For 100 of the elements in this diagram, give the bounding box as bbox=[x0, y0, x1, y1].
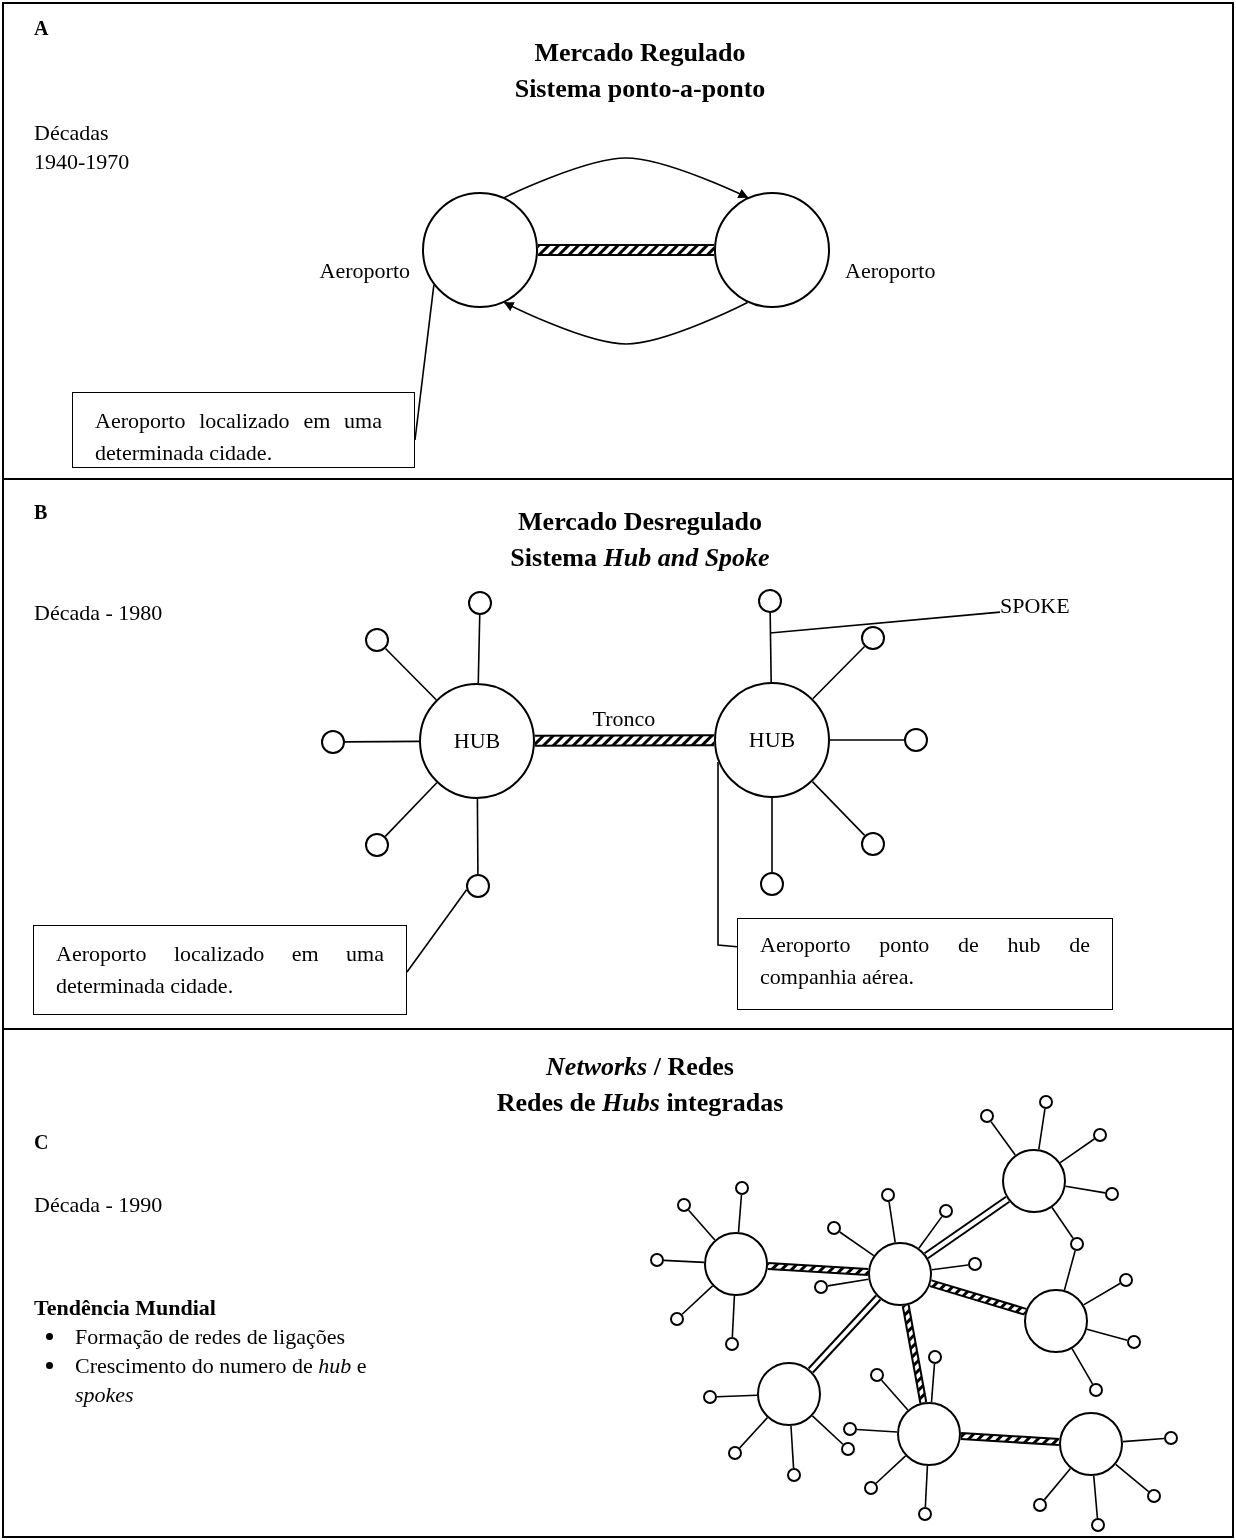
spoke-circle bbox=[881, 1188, 895, 1202]
spoke-circle bbox=[980, 1109, 994, 1123]
hub-circle: HUB bbox=[714, 682, 830, 798]
spoke-circle bbox=[928, 1350, 942, 1364]
spoke-circle bbox=[728, 1446, 742, 1460]
spoke-circle bbox=[758, 589, 782, 613]
panel-title: Sistema Hub and Spoke bbox=[509, 542, 771, 574]
spoke-circle bbox=[864, 1481, 878, 1495]
spoke-line bbox=[924, 1465, 929, 1508]
note-box: Aeroporto localizado em uma determinada cidade. bbox=[33, 925, 407, 1015]
spoke-line bbox=[790, 1425, 795, 1469]
panel-title: Sistema ponto-a-ponto bbox=[513, 73, 767, 105]
spoke-line bbox=[1038, 1108, 1046, 1151]
spoke-circle bbox=[1039, 1095, 1053, 1109]
panel-letter: B bbox=[34, 500, 49, 525]
period-label: Década - 1980 bbox=[34, 599, 164, 627]
spoke-circle bbox=[843, 1422, 857, 1436]
leader-line bbox=[414, 284, 435, 441]
leader-line bbox=[406, 888, 468, 973]
panel-title: Mercado Desregulado bbox=[517, 506, 763, 538]
spoke-circle bbox=[1002, 1149, 1066, 1213]
panel bbox=[2, 478, 1234, 1030]
panel-letter: A bbox=[34, 16, 50, 41]
period-label: Décadas 1940-1970 bbox=[34, 119, 131, 176]
spoke-circle bbox=[939, 1204, 953, 1218]
spoke-line bbox=[716, 1394, 758, 1398]
spoke-circle bbox=[735, 1181, 749, 1195]
spoke-line bbox=[856, 1428, 898, 1433]
spoke-circle bbox=[787, 1468, 801, 1482]
spoke-line bbox=[771, 797, 773, 873]
spoke-circle bbox=[1119, 1273, 1133, 1287]
spoke-circle bbox=[365, 628, 389, 652]
panel-letter: C bbox=[34, 1130, 50, 1155]
spoke-line bbox=[875, 1455, 907, 1485]
spoke-line bbox=[1092, 1475, 1099, 1519]
spoke-circle bbox=[704, 1232, 768, 1296]
spoke-line bbox=[1059, 1138, 1096, 1164]
spoke-circle bbox=[897, 1402, 961, 1466]
spoke-line bbox=[990, 1120, 1017, 1156]
spoke-line bbox=[1086, 1328, 1129, 1341]
spoke-line bbox=[1082, 1282, 1121, 1306]
spoke-circle bbox=[1127, 1335, 1141, 1349]
panel bbox=[2, 1028, 1234, 1538]
spoke-circle bbox=[1147, 1489, 1161, 1503]
spoke-circle bbox=[1164, 1431, 1178, 1445]
spoke-circle bbox=[677, 1198, 691, 1212]
spoke-line bbox=[738, 1416, 769, 1449]
leader-line bbox=[769, 611, 1001, 634]
spoke-circle bbox=[1024, 1289, 1088, 1353]
spoke-line bbox=[344, 740, 420, 743]
spoke-line bbox=[681, 1285, 714, 1316]
spoke-line bbox=[737, 1194, 743, 1233]
bullet-item: Crescimento do numero de hub e spokes bbox=[40, 1351, 420, 1409]
spoke-circle bbox=[703, 1390, 717, 1404]
note-box: Aeroporto localizado em uma determinada cidade. bbox=[72, 392, 415, 468]
spoke-circle bbox=[827, 1221, 841, 1235]
spoke-line bbox=[838, 1231, 875, 1257]
spoke-circle bbox=[466, 874, 490, 898]
spoke-line bbox=[476, 798, 479, 875]
spoke-line bbox=[769, 612, 772, 683]
spoke-circle bbox=[365, 833, 389, 857]
spoke-circle bbox=[670, 1312, 684, 1326]
spoke-line bbox=[1063, 1249, 1076, 1291]
spoke-circle bbox=[725, 1337, 739, 1351]
panel bbox=[2, 2, 1234, 480]
spoke-line bbox=[930, 1363, 936, 1403]
spoke-line bbox=[811, 780, 866, 837]
spoke-circle bbox=[757, 1362, 821, 1426]
spoke-line bbox=[1051, 1206, 1074, 1239]
airport-label: Aeroporto bbox=[845, 257, 937, 285]
spoke-circle bbox=[861, 832, 885, 856]
spoke-line bbox=[930, 1264, 969, 1271]
period-label: Década - 1990 bbox=[34, 1191, 164, 1219]
spoke-line bbox=[918, 1215, 943, 1249]
bullet-item: Formação de redes de ligações bbox=[40, 1322, 420, 1351]
spoke-line bbox=[477, 614, 481, 684]
spoke-line bbox=[384, 647, 437, 701]
spoke-line bbox=[1122, 1437, 1165, 1443]
trend-heading: Tendência Mundial bbox=[34, 1294, 217, 1322]
spoke-circle bbox=[321, 730, 345, 754]
panel-title: Redes de Hubs integradas bbox=[495, 1087, 785, 1119]
spoke-line bbox=[1114, 1463, 1150, 1493]
panel-title: Mercado Regulado bbox=[533, 37, 747, 69]
spoke-circle bbox=[861, 626, 885, 650]
spoke-circle bbox=[814, 1280, 828, 1294]
spoke-circle bbox=[1070, 1237, 1084, 1251]
spoke-circle bbox=[468, 591, 492, 615]
spoke-line bbox=[384, 782, 438, 838]
spoke-line bbox=[812, 645, 866, 700]
spoke-line bbox=[687, 1209, 716, 1241]
spoke-label: SPOKE bbox=[1000, 592, 1112, 622]
airport-label: Aeroporto bbox=[318, 257, 410, 285]
spoke-line bbox=[829, 739, 905, 741]
spoke-circle bbox=[904, 728, 928, 752]
panel-title: Networks / Redes bbox=[544, 1051, 735, 1083]
spoke-line bbox=[663, 1259, 705, 1264]
curved-arrow bbox=[503, 157, 749, 199]
spoke-circle bbox=[650, 1253, 664, 1267]
spoke-circle bbox=[1105, 1187, 1119, 1201]
curved-arrow bbox=[503, 301, 749, 345]
